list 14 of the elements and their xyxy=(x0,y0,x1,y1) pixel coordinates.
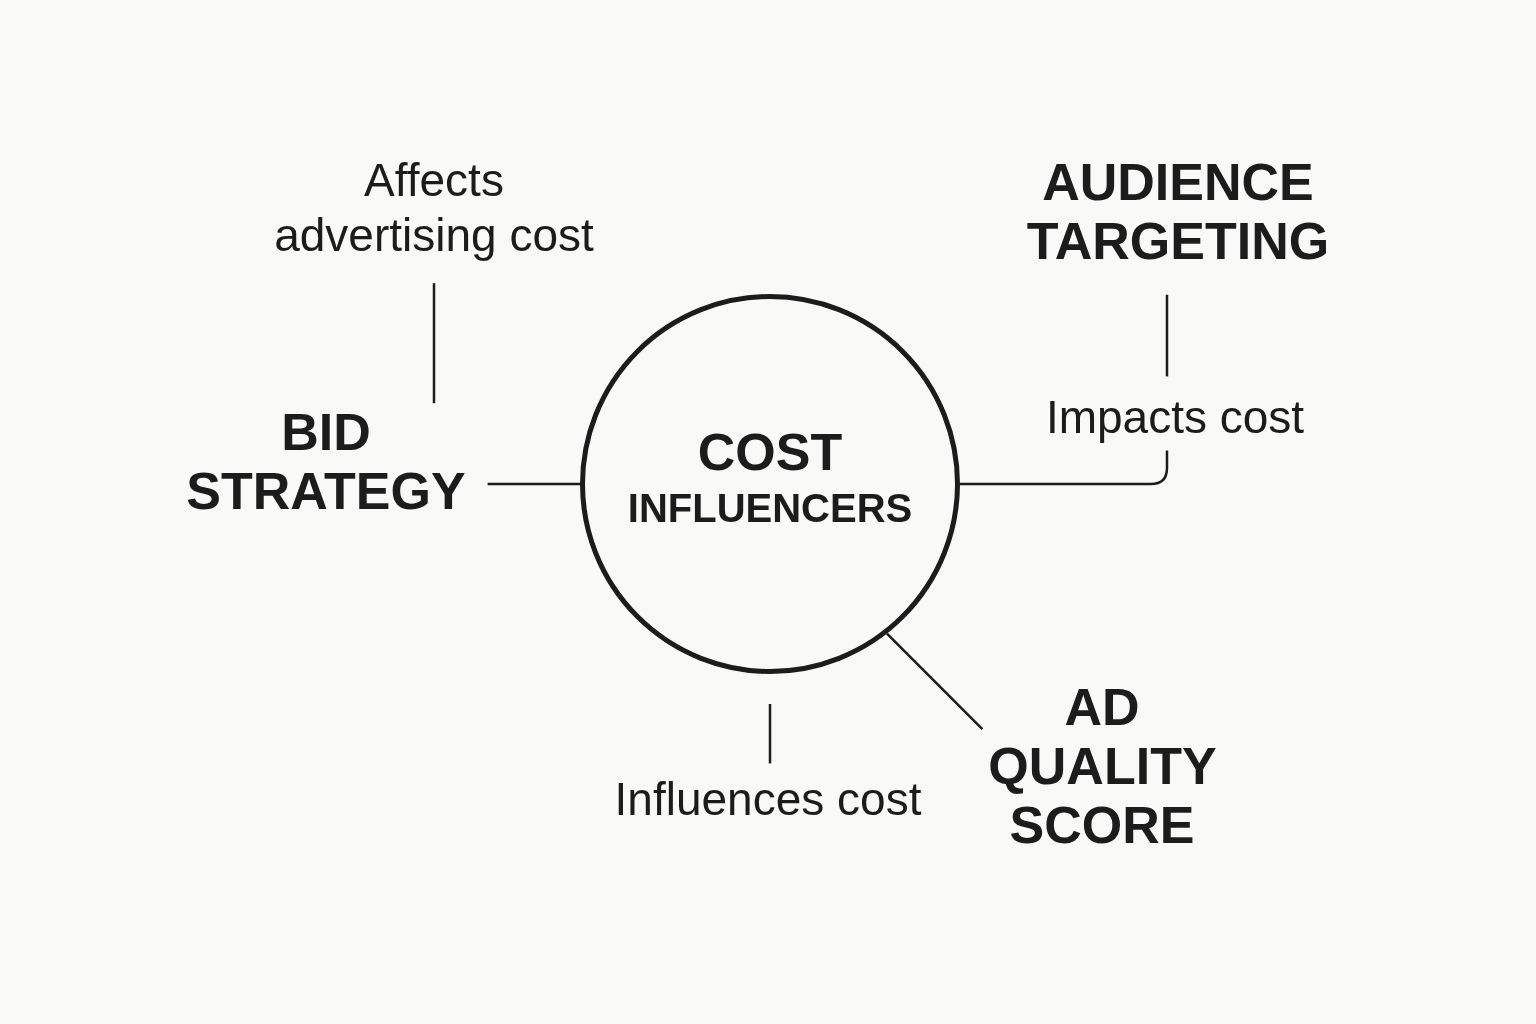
description-text: Impacts cost xyxy=(1045,390,1305,446)
circle-title: COST xyxy=(697,424,843,482)
circle-subtitle: INFLUENCERS xyxy=(627,485,913,530)
connector-line xyxy=(432,283,436,404)
connector-line xyxy=(886,632,984,730)
factor-heading: BID STRATEGY xyxy=(186,403,466,521)
factor-heading: AD QUALITY SCORE xyxy=(988,677,1216,855)
factor-heading: AUDIENCE TARGETING xyxy=(1026,153,1330,271)
connector-line xyxy=(1165,294,1169,377)
connector-line xyxy=(768,704,772,764)
description-text: Affects advertising cost xyxy=(262,152,606,264)
connector-line xyxy=(487,482,580,486)
connector-line xyxy=(960,450,1169,486)
description-text: Influences cost xyxy=(614,772,922,828)
